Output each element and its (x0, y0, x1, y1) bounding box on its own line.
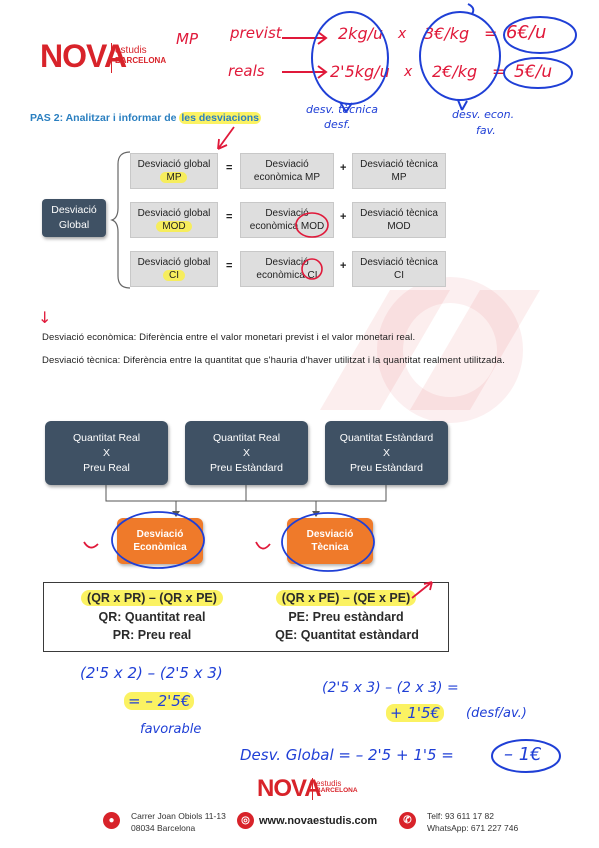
footer-address-1: Carrer Joan Obiols 11-13 (131, 811, 226, 821)
hw-global-line: Desv. Global = – 2'5 + 1'5 = (240, 746, 454, 764)
hw-calc-right-2: + 1'5€ (386, 704, 445, 722)
footer-address-2: 08034 Barcelona (131, 823, 196, 833)
logo-sub-barcelona: BARCELONA (115, 55, 167, 65)
hw-global-result-circle (491, 739, 561, 773)
globe-icon: ◎ (237, 812, 254, 829)
logo-sub-estudis: estudis (115, 45, 147, 56)
hw-global-result: – 1€ (504, 744, 542, 765)
footer-phone: Telf: 93 611 17 82 (427, 811, 494, 821)
logo-main-text: NOVA (40, 38, 127, 74)
hw-previst-qty: 2kg/u (338, 24, 384, 43)
section-title: PAS 2: Analitzar i informar de les desvi… (30, 112, 262, 124)
hw-arrow-formula (411, 581, 433, 599)
footer-whatsapp: WhatsApp: 671 227 746 (427, 823, 519, 833)
footer-logo-sub-barcelona: BARCELONA (316, 787, 358, 795)
logo-divider (111, 43, 112, 73)
hw-previst: previst (230, 24, 282, 42)
hw-arrows-top (282, 31, 328, 79)
footer-web-link[interactable]: www.novaestudis.com (259, 815, 378, 827)
global-label-2: Global (58, 219, 90, 231)
hw-calc-left-1: (2'5 x 2) – (2'5 x 3) (80, 664, 223, 682)
row-2-plus: + (340, 211, 347, 223)
hw-circles-flow (83, 511, 375, 572)
hw-real-price: 2€/kg (432, 62, 478, 81)
hw-tick-definitions: ↓ (38, 308, 52, 327)
hw-mp: MP (176, 30, 198, 48)
hw-previst-total: 6€/u (506, 22, 547, 43)
global-label-1: Desviació (51, 204, 97, 216)
hw-eq-1: = (484, 24, 498, 43)
hw-note-left-1: desv. tècnica (306, 103, 379, 116)
row-1-plus: + (340, 162, 347, 174)
hw-circles-diagram (295, 212, 329, 280)
hw-calc-right-2b: (desf/av.) (466, 706, 527, 721)
row-3-plus: + (340, 260, 347, 272)
formula-box: (QR x PR) – (QR x PE) QR: Quantitat real… (43, 582, 449, 652)
location-pin-icon: ● (103, 812, 120, 829)
hw-calc-left-3: favorable (140, 722, 202, 737)
hw-real-qty: 2'5kg/u (330, 62, 390, 81)
definition-tecnica: Desviació tècnica: Diferència entre la q… (42, 355, 505, 366)
formula-right-line-2: PE: Preu estàndard (288, 610, 404, 624)
footer-logo-divider (312, 778, 313, 800)
flow-connectors (105, 485, 387, 517)
hw-arrow-title (217, 126, 235, 150)
formula-right-line-1: (QR x PE) – (QE x PE) (266, 590, 426, 606)
hw-note-right-1: desv. econ. (452, 108, 515, 121)
hw-times-2: x (404, 64, 413, 80)
footer-phones: Telf: 93 611 17 82 WhatsApp: 671 227 746 (427, 810, 518, 834)
row-2-eq: = (226, 211, 233, 223)
hw-reals: reals (228, 62, 265, 80)
formula-left-line-1: (QR x PR) – (QR x PE) (72, 590, 232, 606)
definition-economica: Desviació econòmica: Diferència entre el… (42, 332, 416, 343)
footer-logo-main: NOVA (257, 775, 322, 802)
hw-calc-right-1: (2'5 x 3) – (2 x 3) = (322, 680, 459, 696)
whatsapp-icon: ✆ (399, 812, 416, 829)
diagram-brace (110, 151, 131, 289)
hw-note-left-2: desf. (324, 118, 351, 131)
formula-right-line-3: QE: Quantitat estàndard (275, 628, 419, 642)
global-deviation-box: Desviació Global (42, 199, 106, 237)
row-1-eq: = (226, 162, 233, 174)
footer-address: Carrer Joan Obiols 11-13 08034 Barcelona (131, 810, 226, 834)
hw-note-right-2: fav. (476, 124, 496, 137)
row-3-eq: = (226, 260, 233, 272)
hw-calc-left-2: = – 2'5€ (124, 692, 195, 710)
hw-circles-top (311, 3, 577, 113)
section-title-highlight: les desviacions (179, 112, 262, 124)
formula-left-line-2: QR: Quantitat real (98, 610, 206, 624)
hw-times-1: x (398, 26, 407, 42)
formula-left-line-3: PR: Preu real (112, 628, 192, 642)
footer-logo-sub-estudis: estudis (316, 779, 342, 788)
hw-previst-price: 3€/kg (424, 24, 470, 43)
hw-real-total: 5€/u (514, 62, 553, 82)
section-title-prefix: PAS 2: Analitzar i informar de (30, 112, 180, 124)
